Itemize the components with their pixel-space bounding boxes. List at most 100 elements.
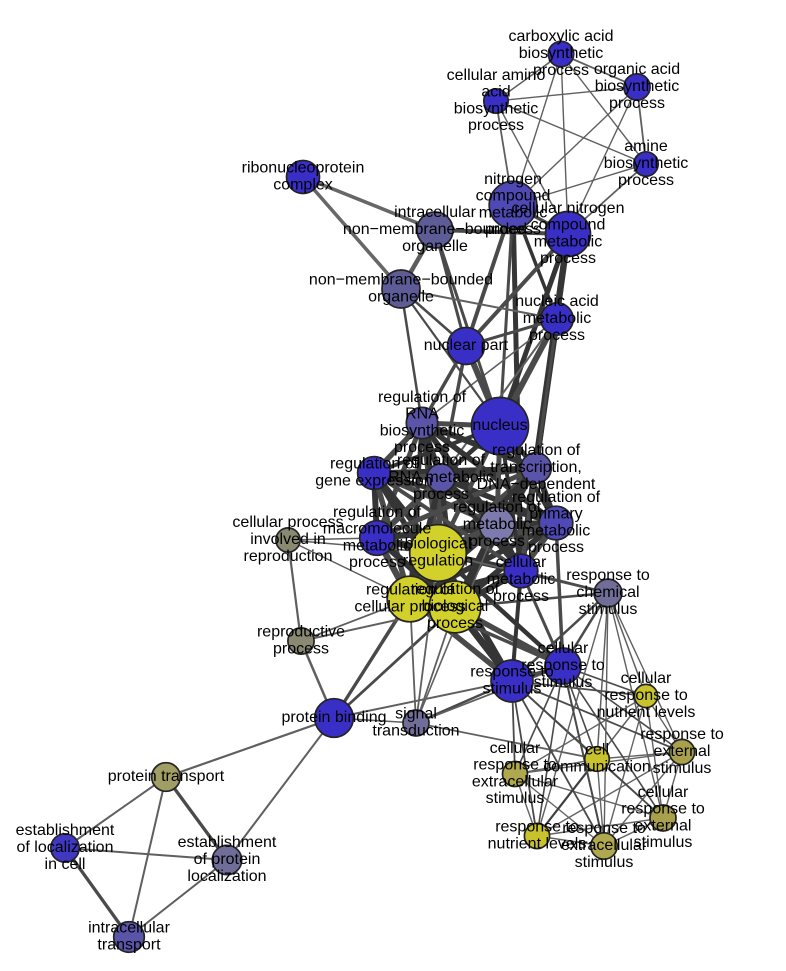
svg-text:protein transport: protein transport (108, 768, 225, 785)
svg-text:non−membrane−bounded: non−membrane−bounded (309, 272, 493, 289)
svg-text:metabolic: metabolic (522, 522, 590, 539)
svg-text:stimulus: stimulus (579, 601, 638, 618)
svg-text:metabolic: metabolic (534, 233, 602, 250)
svg-text:response to: response to (470, 664, 554, 681)
svg-text:external: external (654, 743, 711, 760)
svg-text:cellular nitrogen: cellular nitrogen (512, 200, 625, 217)
svg-text:regulation of: regulation of (411, 581, 500, 598)
svg-text:signal: signal (395, 706, 437, 723)
svg-text:metabolic: metabolic (343, 537, 411, 554)
svg-text:regulation of: regulation of (453, 499, 542, 516)
svg-text:stimulus: stimulus (634, 834, 693, 851)
svg-text:cellular: cellular (638, 784, 689, 801)
svg-text:establishment: establishment (16, 822, 115, 839)
svg-text:protein binding: protein binding (282, 709, 387, 726)
svg-text:biosynthetic: biosynthetic (595, 78, 680, 95)
svg-text:organelle: organelle (368, 288, 434, 305)
svg-text:process: process (609, 95, 665, 112)
svg-text:ribonucleoprotein: ribonucleoprotein (242, 160, 365, 177)
svg-text:localization: localization (187, 868, 266, 885)
svg-text:response to: response to (562, 820, 646, 837)
svg-text:chemical: chemical (576, 584, 639, 601)
svg-text:of localization: of localization (17, 839, 114, 856)
svg-text:metabolic: metabolic (487, 571, 555, 588)
svg-text:cellular process: cellular process (354, 598, 465, 615)
svg-text:biosynthetic: biosynthetic (380, 422, 465, 439)
svg-text:involved in: involved in (250, 531, 326, 548)
svg-text:non−membrane−bounded: non−membrane−bounded (343, 221, 527, 238)
svg-text:regulation of: regulation of (512, 489, 601, 506)
svg-text:establishment: establishment (178, 834, 277, 851)
svg-text:process: process (529, 327, 585, 344)
svg-text:regulation of: regulation of (333, 504, 422, 521)
svg-text:regulation: regulation (403, 552, 473, 569)
svg-text:RNA: RNA (405, 406, 439, 423)
svg-text:stimulus: stimulus (575, 854, 634, 871)
svg-text:compound: compound (476, 188, 551, 205)
svg-text:nucleic acid: nucleic acid (515, 293, 599, 310)
svg-text:RNA metabolic: RNA metabolic (388, 469, 494, 486)
svg-text:response to: response to (521, 657, 605, 674)
svg-text:nitrogen: nitrogen (484, 171, 542, 188)
svg-text:compound: compound (531, 217, 606, 234)
svg-text:process: process (273, 640, 329, 657)
svg-text:primary: primary (529, 506, 582, 523)
svg-text:process: process (349, 554, 405, 571)
svg-text:biological: biological (405, 536, 472, 553)
svg-text:response to: response to (566, 567, 650, 584)
svg-text:extracellular: extracellular (561, 837, 648, 854)
svg-text:reproduction: reproduction (244, 548, 333, 565)
svg-text:metabolic: metabolic (479, 204, 547, 221)
svg-text:of protein: of protein (194, 851, 261, 868)
svg-text:process: process (469, 533, 525, 550)
svg-text:response to: response to (604, 687, 688, 704)
svg-text:external: external (635, 817, 692, 834)
svg-text:transport: transport (97, 936, 161, 953)
svg-text:process: process (540, 250, 596, 267)
svg-text:metabolic: metabolic (523, 310, 591, 327)
svg-text:regulation of: regulation of (330, 456, 419, 473)
svg-text:stimulus: stimulus (534, 674, 593, 691)
svg-text:response to: response to (621, 801, 705, 818)
svg-text:process: process (618, 172, 674, 189)
svg-text:extracellular: extracellular (472, 773, 559, 790)
svg-text:carboxylic acid: carboxylic acid (509, 28, 614, 45)
svg-text:cellular: cellular (621, 670, 672, 687)
svg-text:intracellular: intracellular (394, 204, 476, 221)
svg-text:acid: acid (481, 84, 510, 101)
svg-text:DNA−dependent: DNA−dependent (477, 476, 596, 493)
svg-text:in cell: in cell (45, 856, 86, 873)
svg-text:organelle: organelle (402, 238, 468, 255)
svg-text:process: process (427, 615, 483, 632)
svg-text:process: process (485, 221, 541, 238)
svg-text:metabolic: metabolic (463, 516, 531, 533)
svg-text:cellular process: cellular process (232, 514, 343, 531)
svg-text:process: process (493, 588, 549, 605)
svg-text:nuclear part: nuclear part (424, 337, 509, 354)
svg-text:cellular: cellular (538, 640, 589, 657)
svg-text:cellular: cellular (496, 554, 547, 571)
svg-text:macromolecule: macromolecule (323, 521, 432, 538)
svg-text:process: process (394, 439, 450, 456)
svg-text:response to: response to (495, 819, 579, 836)
svg-text:cellular amino: cellular amino (447, 67, 546, 84)
svg-text:amine: amine (624, 138, 668, 155)
svg-text:complex: complex (273, 176, 333, 193)
svg-text:biosynthetic: biosynthetic (454, 100, 539, 117)
svg-text:regulation of: regulation of (378, 389, 467, 406)
svg-text:process: process (528, 539, 584, 556)
svg-text:intracellular: intracellular (88, 920, 170, 937)
svg-text:cell: cell (585, 742, 609, 759)
svg-text:regulation of: regulation of (366, 582, 455, 599)
svg-text:nutrient levels: nutrient levels (597, 704, 696, 721)
svg-text:gene expression: gene expression (315, 472, 432, 489)
svg-text:reproductive: reproductive (257, 624, 345, 641)
svg-text:cellular: cellular (490, 740, 541, 757)
svg-text:process: process (468, 117, 524, 134)
svg-text:organic acid: organic acid (594, 61, 680, 78)
svg-text:regulation of: regulation of (492, 442, 581, 459)
svg-text:biosynthetic: biosynthetic (604, 155, 689, 172)
svg-text:process: process (413, 486, 469, 503)
svg-text:biosynthetic: biosynthetic (519, 45, 604, 62)
svg-text:nucleus: nucleus (472, 417, 527, 434)
